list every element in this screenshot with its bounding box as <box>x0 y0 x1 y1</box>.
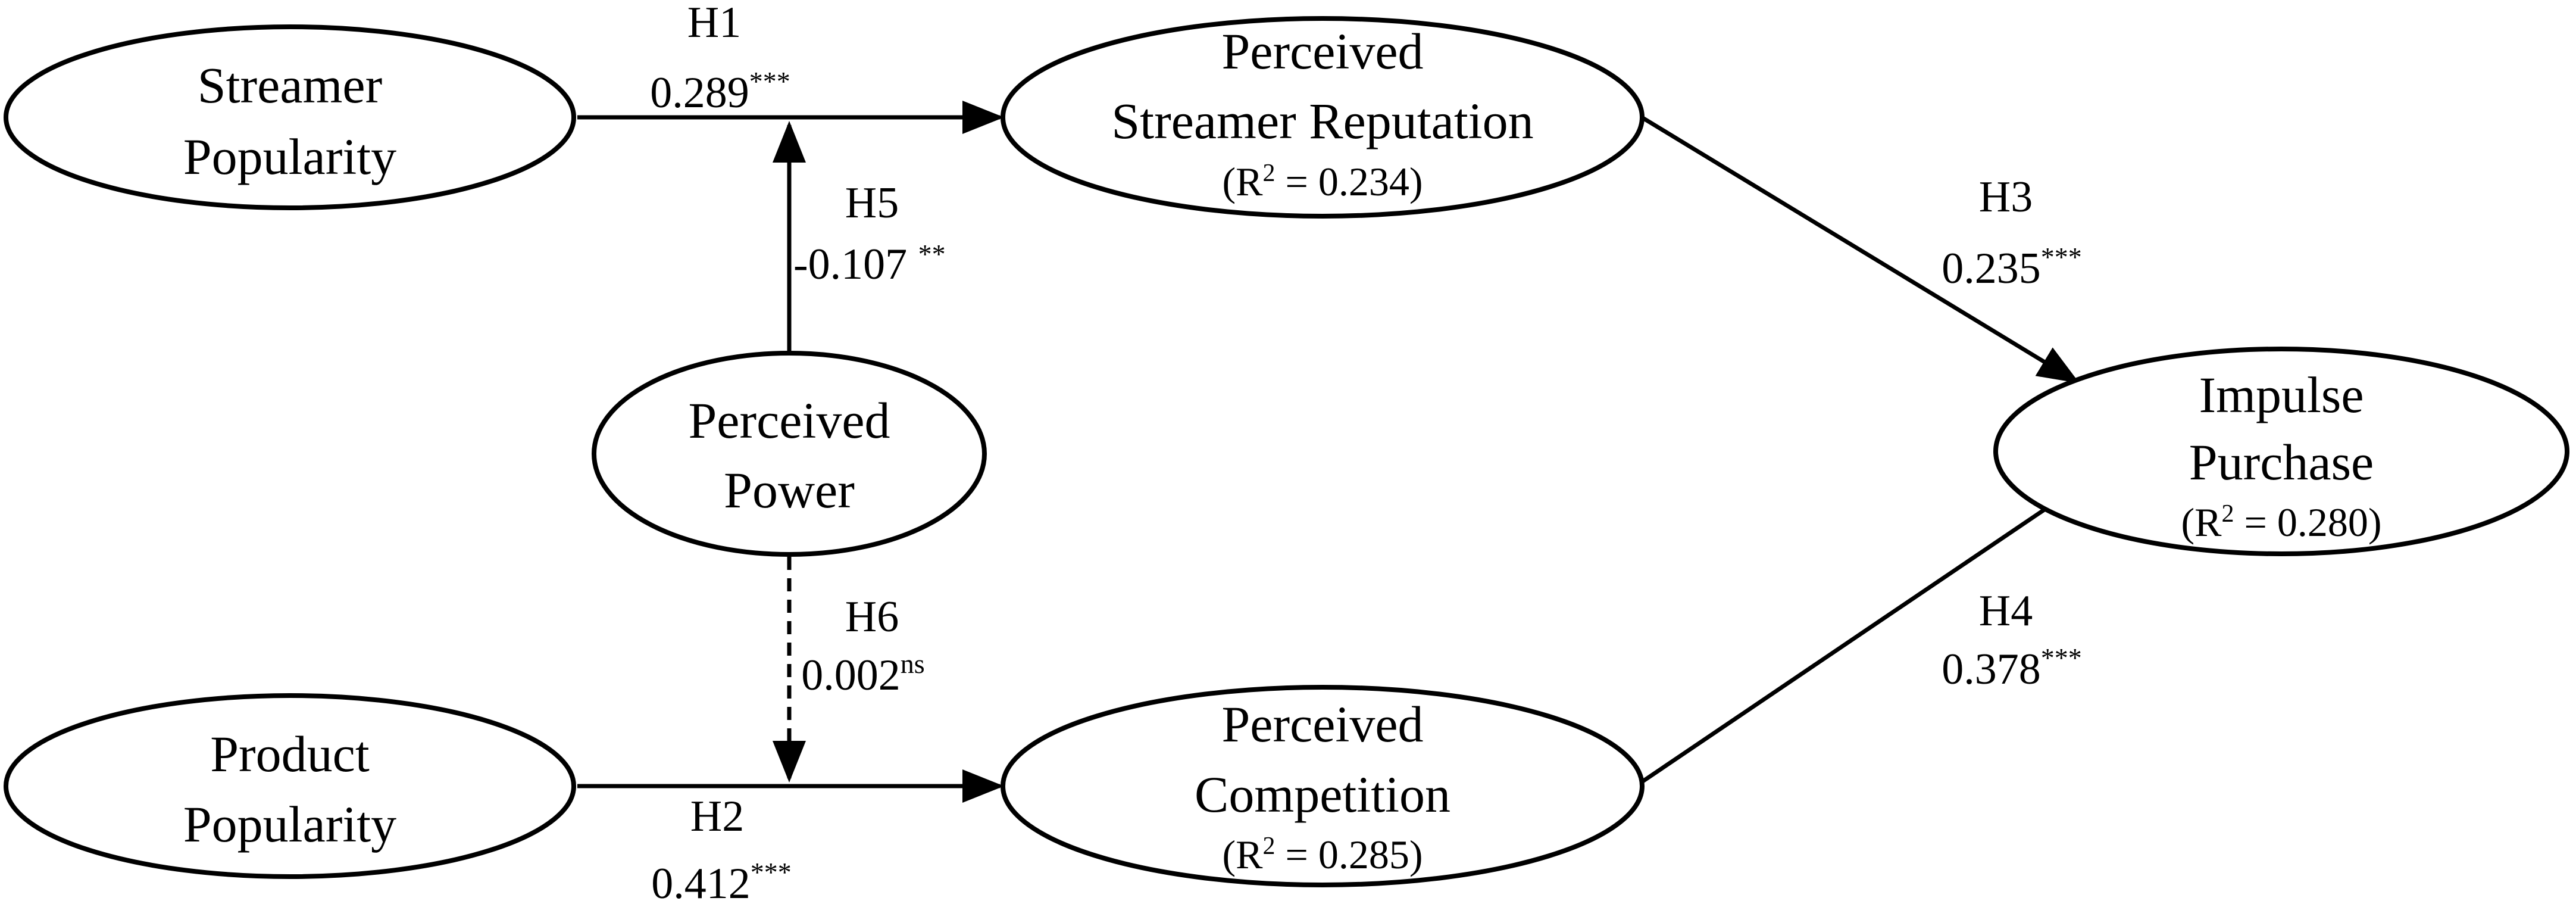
node-label-line: Perceived <box>1221 23 1423 80</box>
node-impulse-purchase: Impulse Purchase (R2 = 0.280) <box>1993 347 2569 556</box>
path-coefficient: -0.107 ** <box>793 239 946 289</box>
node-ellipse <box>4 24 576 210</box>
node-streamer-popularity: Streamer Popularity <box>4 24 576 210</box>
edge-h4 <box>1642 477 2093 783</box>
node-label-line: Popularity <box>183 796 396 853</box>
node-label-line: Purchase <box>2189 434 2374 491</box>
edges <box>577 101 2093 803</box>
path-hypothesis-label: H6 <box>845 593 899 641</box>
path-hypothesis-label: H2 <box>690 792 744 841</box>
node-ellipse <box>1001 16 1645 219</box>
edge-h3 <box>1642 116 2080 384</box>
path-coefficient: 0.002ns <box>801 649 924 700</box>
node-label-line: Competition <box>1195 766 1450 823</box>
path-label-h5: H5 -0.107 ** <box>793 179 946 289</box>
path-hypothesis-label: H5 <box>845 179 899 227</box>
node-label-line: Streamer <box>198 57 382 114</box>
node-perceived-streamer-reputation: Perceived Streamer Reputation (R2 = 0.23… <box>1001 16 1645 219</box>
node-perceived-power: Perceived Power <box>592 351 987 557</box>
r-squared-label: (R2 = 0.280) <box>2181 500 2381 545</box>
path-coefficient: 0.235*** <box>1942 242 2082 293</box>
path-label-h6: H6 0.002ns <box>801 593 924 700</box>
path-label-h3: H3 0.235*** <box>1942 173 2082 293</box>
node-label-line: Popularity <box>183 128 396 185</box>
path-hypothesis-label: H4 <box>1979 587 2033 635</box>
node-label-line: Impulse <box>2199 366 2364 423</box>
path-hypothesis-label: H3 <box>1979 173 2033 222</box>
node-perceived-competition: Perceived Competition (R2 = 0.285) <box>1001 685 1645 887</box>
path-coefficient: 0.412*** <box>651 857 792 904</box>
node-label-line: Perceived <box>688 392 890 449</box>
path-coefficient: 0.289*** <box>650 66 790 117</box>
path-label-h4: H4 0.378*** <box>1942 587 2082 694</box>
node-label-line: Power <box>724 462 855 519</box>
r-squared-label: (R2 = 0.234) <box>1222 159 1423 204</box>
node-label-line: Perceived <box>1221 696 1423 753</box>
node-ellipse <box>592 351 987 557</box>
node-ellipse <box>1993 347 2569 556</box>
path-hypothesis-label: H1 <box>687 0 741 47</box>
node-ellipse <box>1001 685 1645 887</box>
node-product-popularity: Product Popularity <box>4 693 576 879</box>
path-label-h2: H2 0.412*** <box>651 792 792 904</box>
node-label-line: Product <box>210 725 370 783</box>
node-label-line: Streamer Reputation <box>1111 92 1533 149</box>
path-coefficient: 0.378*** <box>1942 643 2082 694</box>
node-ellipse <box>4 693 576 879</box>
path-label-h1: H1 0.289*** <box>650 0 790 117</box>
r-squared-label: (R2 = 0.285) <box>1222 832 1423 877</box>
